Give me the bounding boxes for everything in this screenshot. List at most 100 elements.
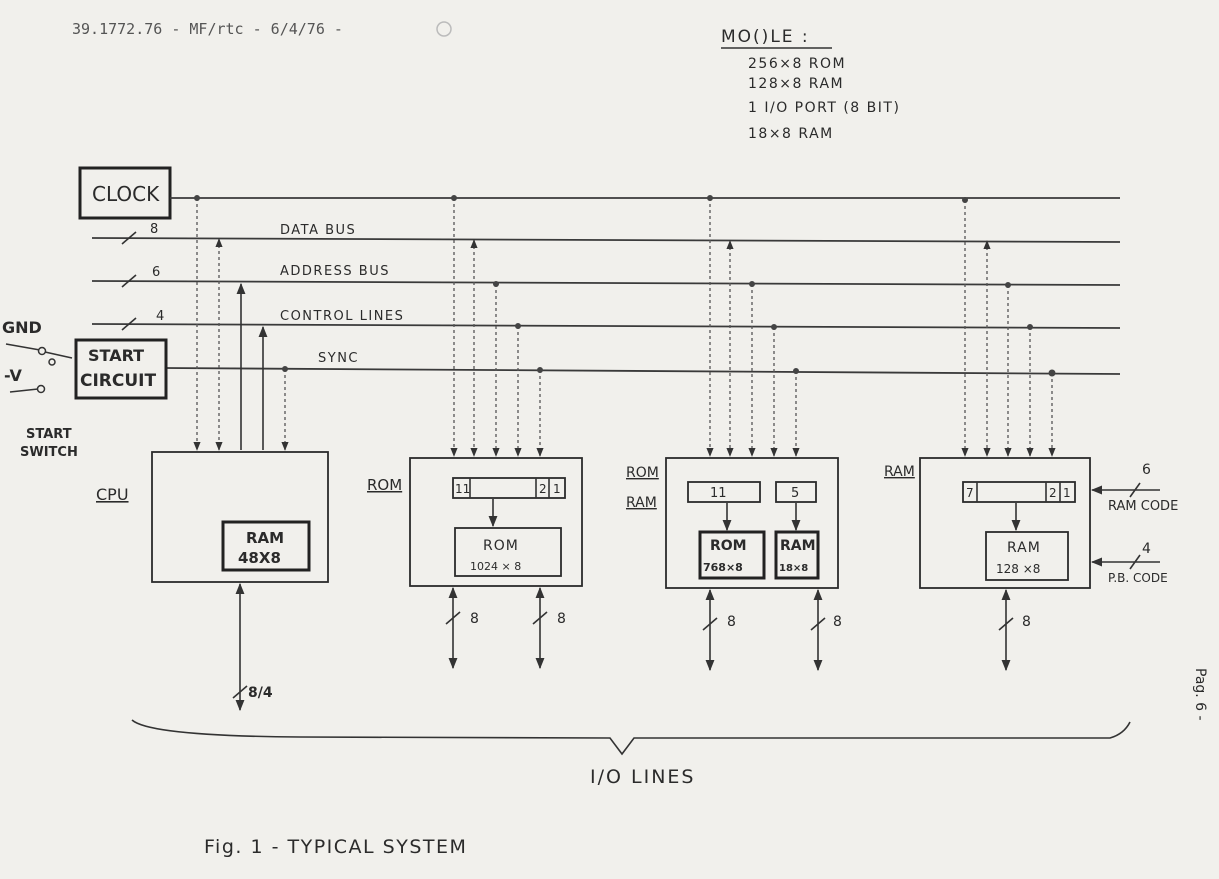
clock-box xyxy=(78,166,172,220)
romram-io2-tick xyxy=(810,617,826,631)
cpu-clock-node xyxy=(194,195,200,201)
start-circuit-line1: START xyxy=(88,346,144,365)
ram-code-width-tick xyxy=(1129,482,1141,498)
romram-io1-tick xyxy=(702,617,718,631)
rom-register-msb: 11 xyxy=(455,482,470,496)
pb-code-width: 4 xyxy=(1142,541,1151,557)
ram-register-bit2: 2 xyxy=(1049,486,1057,500)
start-switch-line1: START xyxy=(26,427,72,442)
romram-register-1 xyxy=(687,481,761,503)
rom-memory-label: ROM xyxy=(483,538,519,554)
switch-contact-mid xyxy=(48,358,56,366)
pb-code-width-tick xyxy=(1129,554,1141,570)
ram-sync-node xyxy=(1048,369,1056,377)
page-number: Pag. 6 - xyxy=(1192,668,1208,721)
sync-line xyxy=(164,367,1121,375)
rom-register-bit2: 2 xyxy=(539,482,547,496)
romram-control-node xyxy=(771,324,777,330)
romram-rom-size: 768×8 xyxy=(703,561,743,574)
ram-control-node xyxy=(1027,324,1033,330)
module-item-3: 1 I/O PORT (8 BIT) xyxy=(748,100,900,116)
switch-blade xyxy=(44,351,73,359)
module-item-2: 128×8 RAM xyxy=(748,76,844,92)
figure-caption: Fig. 1 - TYPICAL SYSTEM xyxy=(204,836,467,858)
data-bus-label: DATA BUS xyxy=(280,223,356,238)
romram-address-node xyxy=(749,281,755,287)
ram-module-label: RAM xyxy=(884,464,915,480)
ram-register-bit1: 1 xyxy=(1063,486,1071,500)
io-lines-label: I/O LINES xyxy=(590,766,695,788)
io-lines-brace xyxy=(131,719,1131,756)
ram-code-width: 6 xyxy=(1142,462,1151,478)
romram-rom-label: ROM xyxy=(710,538,747,554)
rom-memory-box xyxy=(454,527,562,577)
ram-memory-label: RAM xyxy=(1007,540,1041,556)
ram-module-box xyxy=(919,457,1091,589)
sync-label: SYNC xyxy=(318,351,359,366)
document-reference: 39.1772.76 - MF/rtc - 6/4/76 - xyxy=(72,20,343,38)
romram-sync-node xyxy=(793,368,799,374)
control-lines-width-tick xyxy=(121,317,137,331)
ram-memory-size: 128 ×8 xyxy=(996,562,1040,576)
romram-io2-width: 8 xyxy=(833,614,842,630)
module-item-4: 18×8 RAM xyxy=(748,126,834,142)
ram-memory-box xyxy=(985,531,1069,581)
romram-module-label-ram: RAM xyxy=(626,495,657,511)
rom-memory-size: 1024 × 8 xyxy=(470,560,521,573)
cpu-box xyxy=(151,451,329,583)
gnd-label: GND xyxy=(2,318,42,337)
cpu-sync-node xyxy=(282,366,288,372)
control-lines-width: 4 xyxy=(156,309,164,324)
switch-contact-gnd xyxy=(37,346,47,356)
romram-clock-node xyxy=(707,195,713,201)
clock-label: CLOCK xyxy=(92,182,160,206)
gnd-wire xyxy=(5,343,41,351)
rom-clock-node xyxy=(451,195,457,201)
data-bus-width-tick xyxy=(121,231,137,245)
romram-ram-box xyxy=(774,530,820,580)
rom-module-box xyxy=(409,457,583,587)
cpu-io-width-tick xyxy=(232,685,248,699)
rom-address-register xyxy=(452,477,566,499)
romram-module-label-rom: ROM xyxy=(626,465,659,481)
rom-address-node xyxy=(493,281,499,287)
module-item-1: 256×8 ROM xyxy=(748,56,846,72)
rom-io1-width: 8 xyxy=(470,611,479,627)
cpu-ram-size: 48X8 xyxy=(238,549,281,567)
romram-ram-size: 18×8 xyxy=(779,563,808,574)
data-bus-line xyxy=(91,237,1121,243)
cpu-label: CPU xyxy=(96,485,129,504)
rom-control-node xyxy=(515,323,521,329)
start-circuit-line2: CIRCUIT xyxy=(80,371,156,391)
romram-module-box xyxy=(665,457,839,589)
address-bus-line xyxy=(91,280,1121,286)
start-switch-line2: SWITCH xyxy=(20,445,78,460)
romram-register-2-label: 5 xyxy=(791,486,799,501)
romram-io1-width: 8 xyxy=(727,614,736,630)
control-lines-label: CONTROL LINES xyxy=(280,309,404,324)
cpu-ram-box xyxy=(221,520,311,572)
rom-module-label: ROM xyxy=(367,476,402,494)
rom-io2-width: 8 xyxy=(557,611,566,627)
neg-v-wire xyxy=(9,388,39,393)
pb-code-label: P.B. CODE xyxy=(1108,571,1168,585)
address-bus-label: ADDRESS BUS xyxy=(280,264,390,279)
romram-ram-label: RAM xyxy=(780,538,816,554)
rom-sync-node xyxy=(537,367,543,373)
romram-register-1-label: 11 xyxy=(710,486,727,501)
cpu-io-width: 8/4 xyxy=(248,685,273,701)
ram-code-label: RAM CODE xyxy=(1108,499,1178,514)
ram-register-msb: 7 xyxy=(966,486,974,500)
rom-register-bit1: 1 xyxy=(553,482,561,496)
romram-rom-box xyxy=(698,530,766,580)
ram-io-tick xyxy=(998,617,1014,631)
address-bus-width: 6 xyxy=(152,265,160,280)
rom-io1-tick xyxy=(445,611,461,625)
ram-address-register xyxy=(962,481,1076,503)
ram-io-width: 8 xyxy=(1022,614,1031,630)
switch-contact-negv xyxy=(36,384,46,394)
cpu-ram-label: RAM xyxy=(246,529,284,547)
address-bus-width-tick xyxy=(121,274,137,288)
